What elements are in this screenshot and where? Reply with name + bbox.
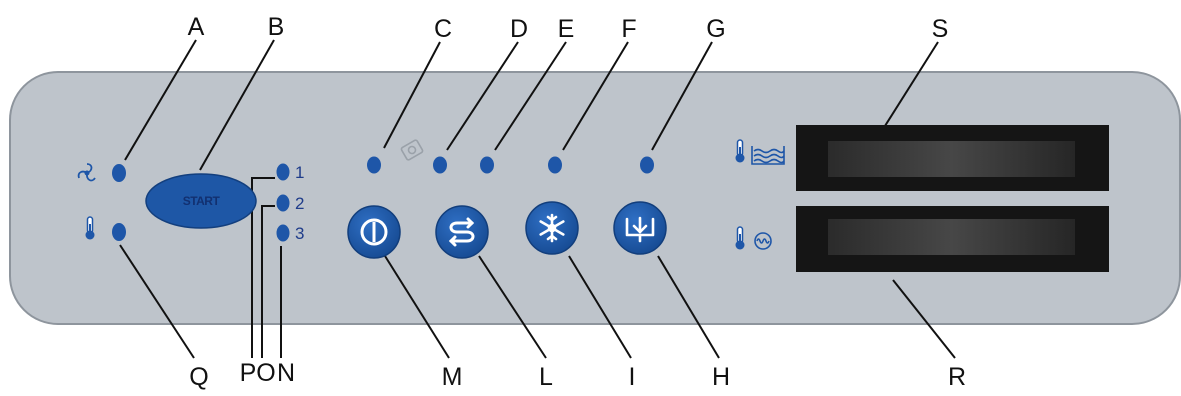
callout-e: E — [558, 15, 575, 43]
program-number-1: 1 — [295, 163, 304, 182]
program-led-1: 1 — [276, 163, 304, 182]
callout-labels: A B C D E F G S Q P O N M L I H R — [188, 13, 966, 391]
program-led-2: 2 — [276, 194, 304, 213]
tank-temperature-display — [796, 125, 1109, 191]
cycle-button[interactable] — [435, 205, 489, 259]
cycle-icon — [448, 217, 475, 247]
program-number-2: 2 — [295, 194, 304, 213]
boiler-icon — [754, 232, 772, 250]
power-button[interactable] — [347, 205, 401, 259]
start-label: START — [183, 194, 221, 208]
door-icon — [400, 139, 424, 161]
callout-o: O — [256, 359, 275, 387]
callout-i: I — [629, 363, 636, 391]
snowflake-button[interactable] — [525, 201, 579, 255]
boiler-temperature-display — [796, 206, 1109, 272]
fan-icon — [77, 163, 96, 182]
callout-h: H — [712, 363, 730, 391]
callout-r: R — [948, 363, 966, 391]
tank-icon — [751, 146, 785, 165]
callout-n: N — [277, 359, 295, 387]
thermometer-icon — [85, 216, 95, 240]
leader-lines — [119, 39, 956, 359]
led-f — [548, 156, 562, 174]
power-icon — [360, 218, 388, 246]
callout-c: C — [434, 15, 452, 43]
program-number-3: 3 — [295, 224, 304, 243]
tank-thermometer-icon — [735, 139, 745, 163]
drain-icon — [625, 216, 655, 243]
led-d — [433, 156, 447, 174]
program-led-3: 3 — [276, 224, 304, 243]
start-button[interactable]: START — [145, 173, 257, 229]
callout-d: D — [510, 15, 528, 43]
callout-a: A — [188, 13, 205, 41]
led-g — [640, 156, 654, 174]
callout-g: G — [706, 15, 725, 43]
callout-f: F — [621, 15, 636, 43]
led-q — [112, 223, 126, 241]
led-e — [480, 156, 494, 174]
callout-l: L — [539, 363, 553, 391]
drain-button[interactable] — [613, 201, 667, 255]
led-a — [112, 164, 126, 182]
callout-s: S — [932, 15, 949, 43]
callout-m: M — [442, 363, 463, 391]
callout-q: Q — [189, 363, 208, 391]
snowflake-icon — [539, 213, 565, 243]
led-c — [367, 156, 381, 174]
callout-p: P — [240, 359, 257, 387]
boiler-thermometer-icon — [735, 226, 745, 250]
callout-b: B — [268, 13, 285, 41]
